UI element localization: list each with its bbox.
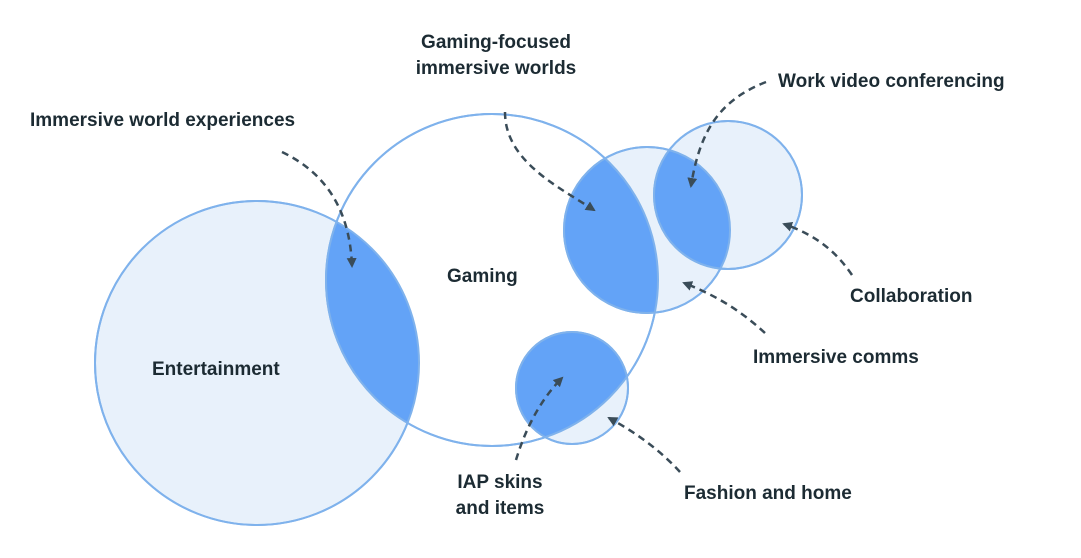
entertainment-label: Entertainment: [152, 359, 280, 380]
immersive-world-experiences-label: Immersive world experiences: [30, 110, 296, 131]
gaming-label: Gaming: [447, 266, 518, 287]
arrow-immersive-comms: [682, 281, 766, 334]
immersive-comms-label: Immersive comms: [753, 347, 919, 368]
arrow-fashion-home: [607, 416, 681, 473]
entertainment-gaming-overlap: [326, 201, 419, 446]
arrow-collaboration: [782, 221, 854, 276]
gaming-focused-label: Gaming-focused immersive worlds: [400, 30, 592, 82]
iap-line2: and items: [455, 498, 545, 519]
arrow-gaming-focused: [503, 111, 596, 212]
arrow-immersive-world-experiences: [281, 150, 357, 268]
iap-line1: IAP skins: [457, 472, 543, 493]
collaboration-label: Collaboration: [850, 286, 973, 307]
arrow-work-video-conferencing: [687, 80, 767, 188]
work-video-conferencing-label: Work video conferencing: [778, 71, 1005, 92]
iap-skins-label: IAP skins and items: [440, 470, 560, 522]
gaming-focused-line2: immersive worlds: [415, 58, 577, 79]
arrow-iap-skins: [514, 376, 564, 461]
fashion-and-home-label: Fashion and home: [684, 483, 852, 504]
gaming-immersive-overlap: [564, 147, 658, 313]
gaming-focused-line1: Gaming-focused: [421, 32, 571, 53]
